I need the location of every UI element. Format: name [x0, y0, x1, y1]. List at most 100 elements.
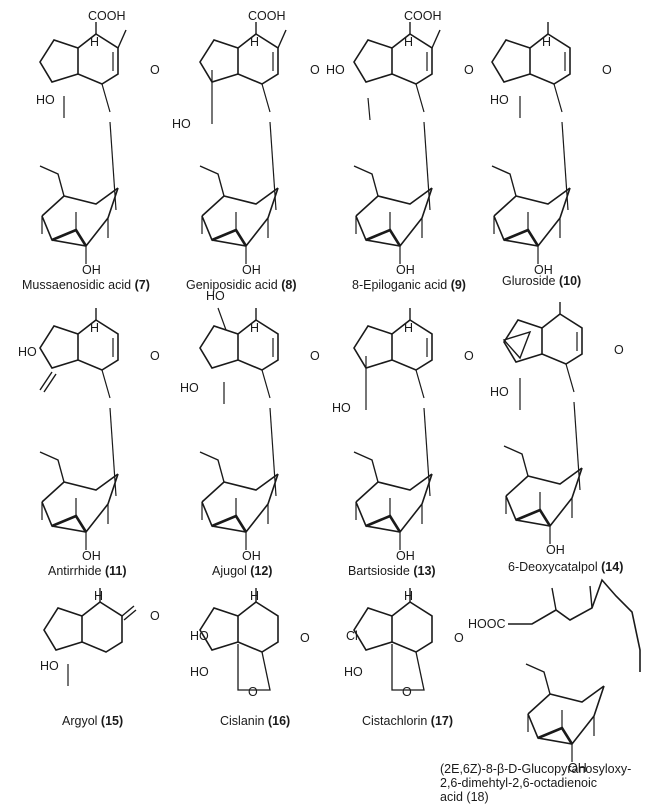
caption-14: 6-Deoxycatalpol (14) — [508, 560, 623, 574]
h-label-9a: H — [404, 35, 413, 49]
structure-9 — [352, 22, 441, 266]
ho-label-15: HO — [40, 659, 59, 673]
bridge-o-label-17: O — [402, 685, 412, 699]
caption-name: Ajugol — [212, 564, 247, 578]
caption-18: (2E,6Z)-8-β-D-Glucopyranosyloxy- 2,6-dim… — [440, 762, 660, 804]
ho-label-16b: HO — [190, 665, 209, 679]
h-label-8a: H — [250, 35, 259, 49]
ring-o-label-8: O — [310, 63, 320, 77]
caption-name: Cislanin — [220, 714, 265, 728]
h-label-13a: H — [404, 321, 413, 335]
caption-name: Gluroside — [502, 274, 556, 288]
caption-number: (14) — [601, 560, 624, 574]
caption-name: Argyol — [62, 714, 98, 728]
cooh-label-9: COOH — [404, 9, 442, 23]
structure-16 — [199, 588, 279, 691]
structure-18 — [508, 578, 641, 764]
structure-7 — [38, 22, 127, 266]
caption-number: (12) — [250, 564, 273, 578]
caption-name: Cistachlorin — [362, 714, 428, 728]
structure-15 — [43, 588, 137, 686]
caption-name: Antirrhide — [48, 564, 102, 578]
cooh-label-8: COOH — [248, 9, 286, 23]
ring-o-label-16: O — [300, 631, 310, 645]
cl-label-17: Cl — [346, 629, 358, 643]
caption-number: (11) — [104, 564, 127, 578]
sugar-oh-label-11: OH — [82, 549, 101, 563]
caption-13: Bartsioside (13) — [348, 564, 436, 578]
structure-17 — [353, 588, 433, 691]
caption-number: (16) — [267, 714, 291, 728]
caption-name: Geniposidic acid — [186, 278, 278, 292]
ring-o-label-17: O — [454, 631, 464, 645]
sugar-oh-label-10: OH — [534, 263, 553, 277]
ho-label-11: HO — [18, 345, 37, 359]
ring-o-label-7: O — [150, 63, 160, 77]
ho-label-10: HO — [490, 93, 509, 107]
structure-12 — [198, 307, 280, 552]
atom-labels: COOH COOH COOH HO HO HO HO HO HO HO HO H… — [18, 9, 624, 775]
h-label-12a: H — [250, 321, 259, 335]
ho-label-16a: HO — [190, 629, 209, 643]
structure-13 — [352, 308, 434, 552]
ho-label-12b: HO — [180, 381, 199, 395]
ring-o-label-13: O — [464, 349, 474, 363]
h-label-10a: H — [542, 35, 551, 49]
ho-label-9: HO — [326, 63, 345, 77]
sugar-oh-label-8: OH — [242, 263, 261, 277]
caption-name: 8-Epiloganic acid — [352, 278, 448, 292]
caption-line: 2,6-dimehtyl-2,6-octadienoic — [440, 776, 598, 790]
h-label-7a: H — [90, 35, 99, 49]
sugar-oh-label-7: OH — [82, 263, 101, 277]
lactone-o-label-15: O — [150, 609, 160, 623]
ring-o-label-11: O — [150, 349, 160, 363]
h-label-11a: H — [90, 321, 99, 335]
caption-16: Cislanin (16) — [220, 714, 290, 728]
ring-o-label-12: O — [310, 349, 320, 363]
caption-number: (9) — [450, 278, 466, 292]
caption-11: Antirrhide (11) — [48, 564, 127, 578]
caption-number: (10) — [558, 274, 582, 288]
ring-o-label-10: O — [602, 63, 612, 77]
caption-12: Ajugol (12) — [212, 564, 272, 578]
structure-10 — [490, 22, 572, 266]
ring-o-label-14: O — [614, 343, 624, 357]
caption-line: acid (18) — [440, 790, 489, 804]
ho-label-8: HO — [172, 117, 191, 131]
sugar-oh-label-14: OH — [546, 543, 565, 557]
caption-7: Mussaenosidic acid (7) — [22, 278, 150, 292]
caption-number: (13) — [413, 564, 436, 578]
ho-label-13: HO — [332, 401, 351, 415]
caption-10: Gluroside (10) — [502, 274, 581, 288]
caption-9: 8-Epiloganic acid (9) — [352, 278, 466, 292]
caption-name: Bartsioside — [348, 564, 410, 578]
cooh-label-7: COOH — [88, 9, 126, 23]
bridge-o-label-16: O — [248, 685, 258, 699]
structure-8 — [198, 22, 287, 266]
sugar-oh-label-13: OH — [396, 549, 415, 563]
h-label-17a: H — [404, 589, 413, 603]
caption-number: (15) — [100, 714, 124, 728]
caption-name: Mussaenosidic acid — [22, 278, 132, 292]
sugar-oh-label-9: OH — [396, 263, 415, 277]
caption-number: (7) — [134, 278, 150, 292]
ho-label-14: HO — [490, 385, 509, 399]
h-label-15a: H — [94, 589, 103, 603]
caption-number: (8) — [281, 278, 297, 292]
ho-label-7: HO — [36, 93, 55, 107]
sugar-oh-label-12: OH — [242, 549, 261, 563]
caption-name: 6-Deoxycatalpol — [508, 560, 598, 574]
ring-o-label-9: O — [464, 63, 474, 77]
structure-11 — [38, 308, 120, 552]
caption-8: Geniposidic acid (8) — [186, 278, 296, 292]
structure-14 — [502, 302, 584, 546]
sugar-oh-label-18: OH — [568, 761, 587, 775]
ho-label-12a: HO — [206, 289, 225, 303]
caption-17: Cistachlorin (17) — [362, 714, 453, 728]
ho-label-17: HO — [344, 665, 363, 679]
h-label-16a: H — [250, 589, 259, 603]
caption-15: Argyol (15) — [62, 714, 123, 728]
hooc-label-18: HOOC — [468, 617, 506, 631]
